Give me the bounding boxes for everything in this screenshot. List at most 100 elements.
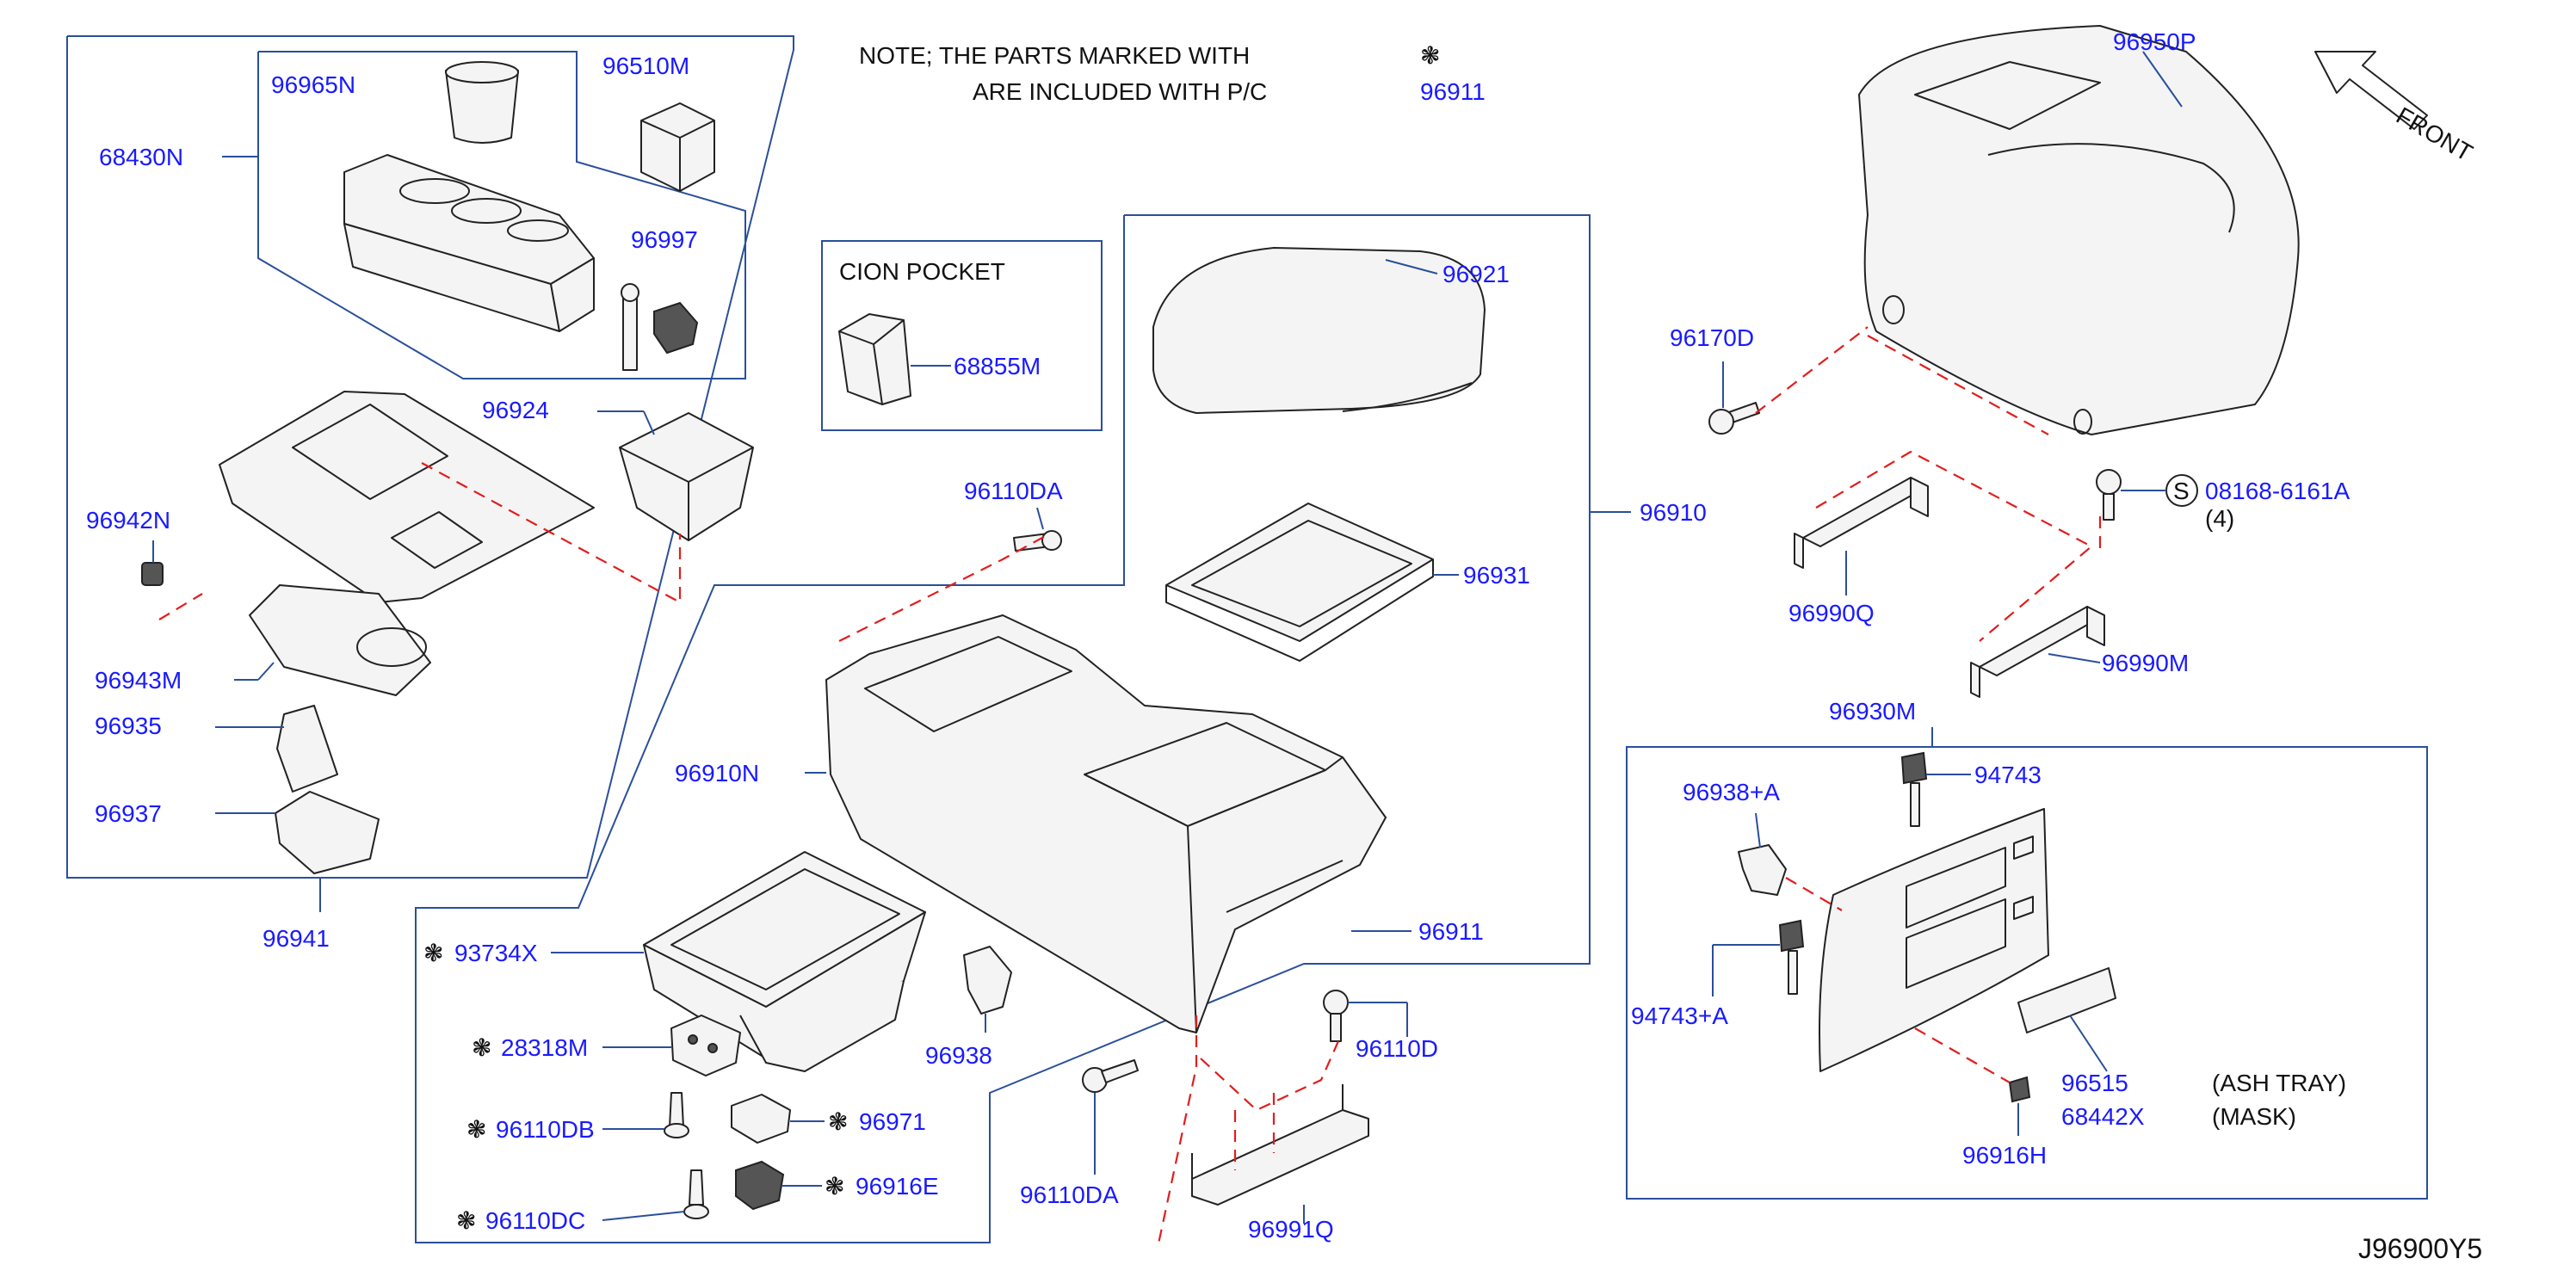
label-96110da-bot: 96110DA (1020, 1181, 1119, 1208)
mask-label: (MASK) (2212, 1103, 2296, 1130)
label-96938a: 96938+A (1683, 779, 1780, 805)
label-96110db: 96110DB (496, 1116, 595, 1143)
label-96510m: 96510M (602, 52, 689, 79)
note-block: NOTE; THE PARTS MARKED WITH ARE INCLUDED… (859, 42, 1486, 105)
marker-96110db: ❃ (466, 1116, 486, 1143)
label-96916e: 96916E (856, 1173, 939, 1200)
label-94743: 94743 (1974, 762, 2042, 788)
label-96921: 96921 (1442, 261, 1510, 287)
label-96997: 96997 (631, 226, 698, 253)
console-finisher-96941 (219, 391, 595, 603)
leaders-left (152, 156, 655, 912)
note-line-2: ARE INCLUDED WITH P/C (973, 78, 1267, 105)
label-96170d: 96170D (1670, 324, 1754, 351)
label-96910: 96910 (1640, 499, 1707, 526)
coin-tray-96924 (619, 412, 754, 541)
label-96990m: 96990M (2102, 650, 2189, 676)
bolt-96110d (1323, 990, 1349, 1042)
console-body-96910n (825, 614, 1387, 1033)
screw-96110da-bot (1082, 1059, 1139, 1093)
lamp-socket-96997 (621, 283, 699, 371)
label-08168-6161a: 08168-6161A (2205, 478, 2350, 504)
label-93734x: 93734X (454, 940, 538, 966)
label-96916h: 96916H (1962, 1142, 2047, 1169)
switch-96971 (731, 1094, 791, 1144)
marker-93734x: ❃ (423, 940, 443, 966)
clip-96942n (141, 562, 164, 586)
cup-holder-insert (445, 61, 519, 144)
front-arrow: FRONT (2314, 51, 2477, 166)
label-96110dc: 96110DC (485, 1207, 585, 1234)
frame-top-subgroup (257, 51, 746, 379)
label-96971: 96971 (859, 1108, 926, 1135)
leader-96110da-top (1036, 507, 1044, 530)
upper-cup-holder-tray (343, 154, 595, 332)
leader-96515 (2069, 1015, 2108, 1072)
screw-96110dc (683, 1169, 709, 1219)
label-68442x: 68442X (2061, 1103, 2145, 1130)
leader-96950p (2142, 51, 2183, 108)
dash-right-top (1755, 326, 2102, 642)
label-96990q: 96990Q (1788, 600, 1875, 626)
label-68430n: 68430N (99, 144, 183, 170)
leader-96938a (1755, 812, 1761, 848)
frame-coin-pocket (821, 240, 1103, 431)
switch-94743 (1900, 751, 1928, 827)
ash-tray-96515 (2017, 967, 2116, 1033)
screw-96110da-top (1013, 530, 1062, 552)
label-68855m: 68855M (954, 353, 1041, 379)
label-96110d: 96110D (1356, 1035, 1438, 1062)
bolt-qty: (4) (2205, 505, 2234, 532)
label-96910n: 96910N (675, 760, 759, 787)
screw-96110db (664, 1092, 689, 1138)
dash-rear-panel (1785, 877, 2011, 1083)
label-96924: 96924 (482, 397, 549, 423)
bolt-circle-letter: S (2173, 478, 2190, 504)
cap-96916h (2008, 1076, 2031, 1103)
label-96937: 96937 (95, 800, 162, 827)
label-96991q: 96991Q (1248, 1216, 1334, 1243)
upper-armrest-96950p (1858, 25, 2300, 435)
bracket-96937 (275, 791, 380, 874)
rear-panel-68442x (1819, 808, 2049, 1072)
bracket-96991q (1191, 1084, 1369, 1206)
label-96942n: 96942N (86, 507, 170, 534)
coin-pocket-68855m (838, 313, 911, 405)
bolt-08168-6161a: S (2096, 469, 2198, 521)
marker-28318m: ❃ (472, 1034, 491, 1061)
diagram-id: J96900Y5 (2358, 1233, 2482, 1264)
frame-rear-panel (1626, 746, 2428, 1200)
note-line-1: NOTE; THE PARTS MARKED WITH (859, 42, 1250, 69)
clip-96510m (640, 102, 715, 192)
label-96965n: 96965N (271, 71, 355, 98)
frame-center-group (415, 214, 1591, 1243)
front-label: FRONT (2392, 102, 2477, 166)
coin-pocket-title: CION POCKET (839, 258, 1005, 285)
leader-96990m (2048, 653, 2101, 663)
armrest-lid-96921 (1152, 247, 1486, 414)
leader-96110dc (602, 1211, 685, 1221)
label-96931: 96931 (1463, 562, 1530, 589)
label-96943m: 96943M (95, 667, 182, 694)
cap-96916e (735, 1160, 785, 1211)
label-96938: 96938 (925, 1042, 992, 1069)
labels: 68430N 96965N 96510M 96997 96924 96942N … (86, 28, 2482, 1264)
note-part-ref: 96911 (1420, 78, 1486, 105)
switch-94743a (1778, 919, 1805, 995)
note-marker-symbol: ❃ (1420, 42, 1440, 69)
label-96950p: 96950P (2113, 28, 2196, 55)
boot-96935 (276, 705, 338, 793)
label-28318m: 28318M (501, 1034, 588, 1061)
label-94743a: 94743+A (1631, 1002, 1728, 1029)
clip-96938 (963, 946, 1012, 1015)
dash-center (838, 533, 1340, 1249)
label-96110da-top: 96110DA (964, 478, 1063, 504)
marker-96916e: ❃ (825, 1173, 844, 1200)
label-96911: 96911 (1418, 918, 1484, 945)
shift-indicator-96943m (249, 584, 431, 696)
bracket-96990q (1794, 477, 1929, 569)
label-96941: 96941 (263, 925, 330, 952)
marker-96110dc: ❃ (456, 1207, 476, 1234)
clip-96938a (1738, 844, 1787, 896)
